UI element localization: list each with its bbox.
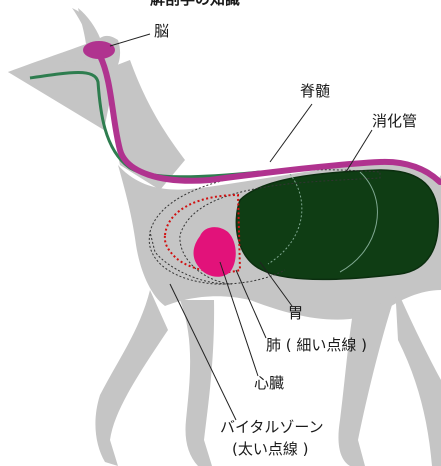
label-lungs: 肺 ( 細い点線 ): [266, 336, 367, 354]
label-spinal-cord: 脊髄: [300, 82, 330, 100]
deer-front-leg: [180, 300, 214, 466]
label-digestive-tract: 消化管: [372, 112, 417, 130]
label-vital-zone-note: (太い点線 ): [232, 440, 308, 458]
digestive-tract: [236, 170, 438, 280]
label-stomach: 胃: [288, 304, 303, 322]
deer-rear-leg-back: [395, 285, 441, 466]
label-heart: 心臓: [254, 374, 284, 392]
label-vital-zone: バイタルゾーン: [220, 418, 324, 436]
label-brain: 脳: [154, 22, 169, 40]
deer-front-leg-back: [95, 290, 168, 466]
deer-rear-leg: [338, 300, 392, 466]
leader-spinal-cord: [270, 104, 312, 162]
digestive-tract-shape: [236, 170, 438, 280]
cropped-header: 解剖学の知識: [150, 0, 240, 8]
